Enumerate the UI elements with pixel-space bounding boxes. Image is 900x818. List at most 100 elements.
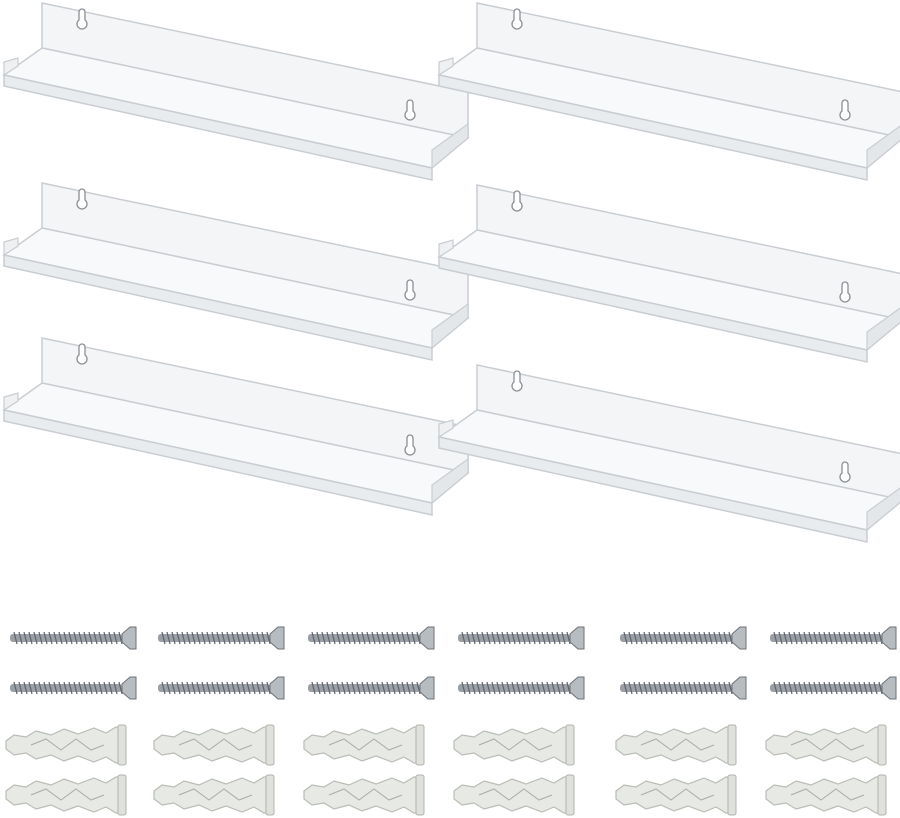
screw-head [881,626,897,650]
screw-thread [788,681,793,695]
screw-thread [703,681,708,695]
screw-thread [371,631,376,645]
anchor-body [303,726,423,764]
anchor-split-line [640,738,715,751]
screw-head [121,626,137,650]
screw-thread [406,681,411,695]
screw-thread [633,681,638,695]
screw-thread [161,681,166,695]
screw-thread [496,681,501,695]
screw-thread [401,631,406,645]
screw-thread [186,631,191,645]
screw-thread [113,681,118,695]
anchor-body [5,726,125,764]
screw-thread [246,681,251,695]
screw-head [419,626,435,650]
screw-thread [396,631,401,645]
screw-thread [381,681,386,695]
screw-thread [186,681,191,695]
screw-thread [713,681,718,695]
screw-thread [793,681,798,695]
screw-thread [466,631,471,645]
screw-thread [688,681,693,695]
shelf-front-lip [438,436,868,543]
shelf-back-panel [476,2,900,139]
screw-thread [201,631,206,645]
screw-thread [341,681,346,695]
screw-thread [833,631,838,645]
screw-thread [256,631,261,645]
screw-thread [783,631,788,645]
screw-thread [231,631,236,645]
screw-thread [511,631,516,645]
screw-thread [236,631,241,645]
screw-thread [803,681,808,695]
screw-thread [43,681,48,695]
shelf-end-cap [431,302,469,350]
screw-thread [506,631,511,645]
acrylic-shelf [437,364,900,543]
acrylic-shelf [437,184,900,363]
screw-thread [103,631,108,645]
screw-thread [221,631,226,645]
screw-thread [63,631,68,645]
screw-thread [526,631,531,645]
drywall-anchor [5,774,127,816]
keyhole-icon [404,434,416,456]
screw-thread [506,681,511,695]
keyhole-icon [511,8,523,30]
screw-thread [683,681,688,695]
screw-thread [823,631,828,645]
screw-thread [658,631,663,645]
screw-thread [13,681,18,695]
wood-screw [158,676,285,700]
screw-thread [371,681,376,695]
shelf-front-lip [3,254,433,361]
screw-thread [18,681,23,695]
screw-thread [773,681,778,695]
screw-thread [486,681,491,695]
acrylic-shelf [437,2,900,181]
screw-thread [108,631,113,645]
screw-thread [803,631,808,645]
screw-thread [551,631,556,645]
screw-thread [623,681,628,695]
wood-screw [10,676,137,700]
screw-thread [491,631,496,645]
screw-thread [53,681,58,695]
screw-thread [708,681,713,695]
screw-thread [391,681,396,695]
screw-thread [166,681,171,695]
screw-thread [708,631,713,645]
screw-thread [321,681,326,695]
screw-thread [828,681,833,695]
screw-thread [663,681,668,695]
anchor-split-line [178,738,253,751]
screw-thread [58,631,63,645]
screw-thread [516,681,521,695]
screw-thread [561,631,566,645]
drywall-anchor [303,774,425,816]
screw-thread [113,631,118,645]
screw-thread [411,631,416,645]
screw-thread [361,631,366,645]
anchor-flange [727,774,737,816]
screw-thread [341,631,346,645]
screw-thread [496,631,501,645]
screw-thread [643,631,648,645]
screw-thread [536,631,541,645]
keyhole-icon [839,99,851,121]
screw-thread [556,631,561,645]
screw-thread [516,631,521,645]
screw-thread [556,681,561,695]
screw-thread [108,681,113,695]
screw-thread [386,681,391,695]
screw-thread [261,681,266,695]
keyhole-icon [511,370,523,392]
screw-thread [93,681,98,695]
screw-thread [778,631,783,645]
screw-thread [196,681,201,695]
drywall-anchor [615,724,737,766]
screw-thread [858,681,863,695]
wood-screw [10,626,137,650]
